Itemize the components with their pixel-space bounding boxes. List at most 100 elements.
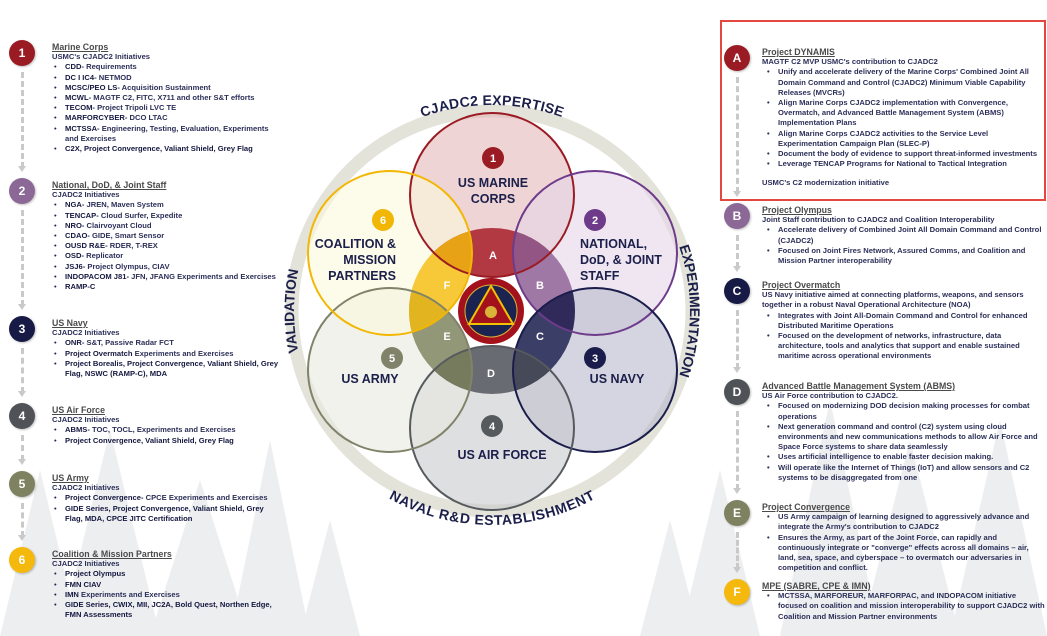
list-item: INDOPACOM J81- JFN, JFANG Experiments an…	[54, 271, 282, 282]
list-item: Project Overmatch Experiments and Exerci…	[54, 348, 282, 359]
list-item: Next generation command and control (C2)…	[767, 422, 1046, 453]
section-title: Advanced Battle Management System (ABMS)	[762, 381, 956, 391]
item-org: GIDE Series, CWIX, MII, JC2A, Bold Quest…	[65, 600, 272, 620]
section-title: US Navy	[52, 318, 88, 328]
item-text: GIDE, Smart Sensor	[89, 231, 165, 241]
list-item: Focused on the development of networks, …	[767, 331, 1046, 362]
section-subtitle: US Air Force contribution to CJADC2.	[762, 391, 898, 401]
ring-label-left: VALIDATION	[281, 267, 301, 354]
item-org: MCTSSA-	[65, 123, 100, 133]
connector-arrow	[733, 411, 741, 494]
list-item: ABMS- TOC, TOCL, Experiments and Exercis…	[54, 425, 282, 435]
item-text: Project Olympus, CIAV	[85, 261, 170, 271]
section-subtitle: CJADC2 Initiatives	[52, 190, 120, 200]
section-number-badge: 3	[9, 316, 35, 342]
item-org: DC I IC4-	[65, 72, 97, 82]
marine-corps-seal	[458, 278, 524, 344]
connector-arrow	[18, 435, 26, 465]
section-number-badge: 2	[9, 178, 35, 204]
item-org: NRO-	[65, 220, 85, 230]
item-text: MAGTF C2, FITC, X711 and other S&T effor…	[91, 93, 255, 103]
item-org: Project Convergence, Valiant Shield, Gre…	[65, 435, 234, 445]
petal-b	[513, 228, 575, 335]
badge-number: 5	[389, 353, 395, 365]
circle-label: STAFF	[580, 269, 620, 283]
item-org: MCSC/PEO LS-	[65, 82, 120, 92]
section-project-convergence: Project ConvergenceUS Army campaign of l…	[762, 502, 1046, 573]
list-item: Project Olympus	[54, 569, 282, 579]
list-item: NGA- JREN, Maven System	[54, 200, 282, 210]
circle-label: MISSION	[343, 253, 396, 267]
list-item: Ensures the Army, as part of the Joint F…	[767, 533, 1046, 574]
circle-label: US AIR FORCE	[457, 448, 546, 462]
list-item: Focused on modernizing DOD decision maki…	[767, 401, 1046, 421]
list-item: FMN CIAV	[54, 580, 282, 590]
section-subtitle: CJADC2 Initiatives	[52, 559, 120, 569]
list-item: Align Marine Corps CJADC2 implementation…	[767, 98, 1046, 129]
list-item: Focused on Joint Fires Network, Assured …	[767, 246, 1046, 266]
list-item: DC I IC4- NETMOD	[54, 72, 282, 83]
list-item: TENCAP- Cloud Surfer, Expedite	[54, 211, 282, 221]
list-item: US Army campaign of learning designed to…	[767, 512, 1046, 532]
list-item: MARFORCYBER- DCO LTAC	[54, 113, 282, 123]
item-text: TOC, TOCL, Experiments and Exercises	[89, 425, 236, 435]
section-title: MPE (SABRE, CPE & IMN)	[762, 581, 871, 591]
badge-number: 3	[592, 353, 598, 365]
circle-label: PARTNERS	[328, 269, 396, 283]
number-badge-6: 6	[372, 209, 394, 231]
section-letter-badge: D	[724, 379, 750, 405]
circle-outline	[409, 345, 575, 511]
bullet-list: US Army campaign of learning designed to…	[762, 512, 1046, 573]
item-text: Clairvoyant Cloud	[84, 220, 152, 230]
item-text: Replicator	[83, 251, 124, 261]
petal-letter-c: C	[536, 331, 544, 343]
petal-letter-e: E	[443, 331, 450, 343]
badge-number: 1	[490, 153, 496, 165]
item-org: TECOM-	[65, 103, 95, 113]
circle-label: NATIONAL,	[580, 237, 647, 251]
initiative-list: CDD- RequirementsDC I IC4- NETMODMCSC/PE…	[52, 62, 282, 154]
badge-number: 4	[489, 421, 496, 433]
list-item: GIDE Series, Project Convergence, Valian…	[54, 503, 282, 524]
list-item: JSJ6- Project Olympus, CIAV	[54, 261, 282, 272]
item-text: NETMOD	[96, 72, 132, 82]
section-number-badge: 5	[9, 471, 35, 497]
connector-arrow	[733, 310, 741, 373]
section-letter-badge: A	[724, 45, 750, 71]
item-org: CDD-	[65, 62, 84, 72]
petal-f	[409, 228, 472, 335]
item-org: GIDE Series, Project Convergence, Valian…	[65, 503, 264, 523]
number-badge-2: 2	[584, 209, 606, 231]
item-org: OUSD R&E-	[65, 241, 108, 251]
section-title: Project Olympus	[762, 205, 832, 215]
item-text: DCO LTAC	[127, 113, 168, 123]
item-text: Engineering, Testing, Evaluation, Experi…	[65, 123, 269, 143]
section-subtitle: USMC's CJADC2 Initiatives	[52, 52, 151, 62]
section-subtitle: CJADC2 Initiatives	[52, 415, 120, 425]
connector-arrow	[733, 235, 741, 272]
item-org: NGA-	[65, 200, 85, 210]
section-title: Coalition & Mission Partners	[52, 549, 172, 559]
section-number-badge: 4	[9, 403, 35, 429]
item-org: ABMS-	[65, 425, 90, 435]
initiative-list: ABMS- TOC, TOCL, Experiments and Exercis…	[52, 425, 282, 446]
section-number-badge: 1	[9, 40, 35, 66]
connector-arrow	[18, 503, 26, 541]
item-org: Project Overmatch	[65, 348, 133, 358]
circle-label: CORPS	[471, 192, 515, 206]
circle-label: COALITION &	[315, 237, 396, 251]
item-org: INDOPACOM J81-	[65, 271, 129, 281]
item-text: CPCE Experiments and Exercises	[143, 493, 268, 503]
list-item: C2X, Project Convergence, Valiant Shield…	[54, 144, 282, 154]
list-item: NRO- Clairvoyant Cloud	[54, 220, 282, 231]
list-item: MCSC/PEO LS- Acquisition Sustainment	[54, 82, 282, 93]
petal-c	[513, 288, 575, 394]
item-text: RDER, T-REX	[107, 241, 158, 251]
list-item: CDD- Requirements	[54, 62, 282, 72]
circle-outline	[409, 112, 575, 278]
section-subtitle: CJADC2 Initiatives	[52, 328, 120, 338]
list-item: MCTSSA, MARFOREUR, MARFORPAC, and INDOPA…	[767, 591, 1046, 622]
